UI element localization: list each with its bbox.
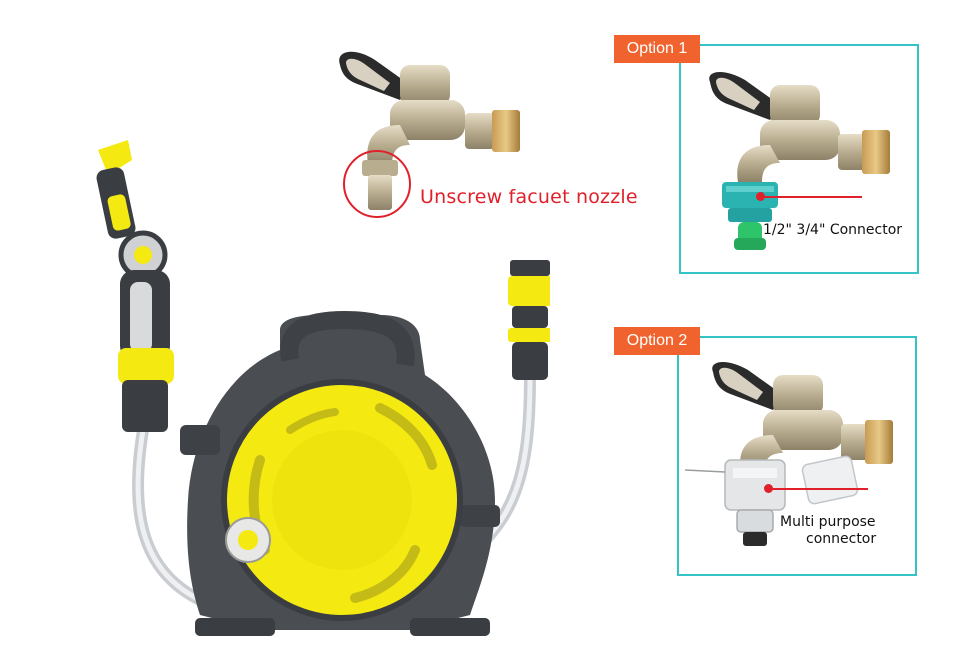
nozzle-caption: Unscrew facuet nozzle	[420, 186, 638, 208]
option2-connector-label-line2: connector	[806, 531, 877, 547]
option1-tag: Option 1	[614, 35, 700, 63]
option1-frame	[679, 44, 919, 274]
option2-tag: Option 2	[614, 327, 700, 355]
hose-reel-product-image	[80, 130, 550, 650]
option2-connector-label-line1: Multi purpose	[780, 514, 876, 530]
option2-frame	[677, 336, 917, 576]
option1-faucet-image	[700, 70, 900, 260]
nozzle-callout-circle	[343, 150, 411, 218]
option2-pointer-dot	[764, 484, 773, 493]
option1-pointer-line	[762, 196, 862, 198]
option1-pointer-dot	[756, 192, 765, 201]
option2-pointer-line	[770, 488, 868, 490]
option2-faucet-image	[685, 360, 905, 560]
option1-connector-label: 1/2" 3/4" Connector	[763, 222, 903, 238]
